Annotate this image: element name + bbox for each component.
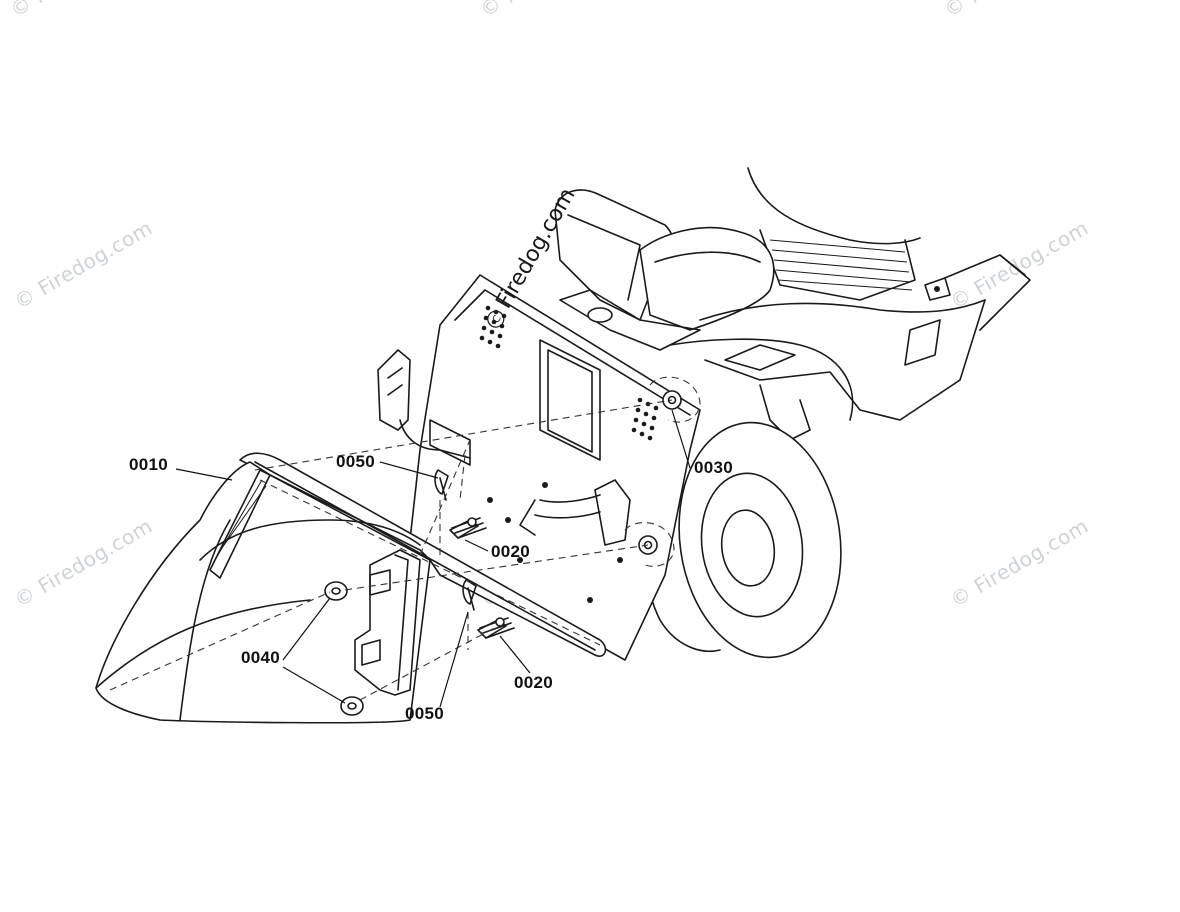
callout-0030[interactable]: 0030 <box>694 458 734 477</box>
callout-0050-top[interactable]: 0050 <box>336 452 376 471</box>
assembly-lines <box>109 399 673 701</box>
svg-text:C: C <box>491 314 504 326</box>
washer-bottom <box>340 696 364 716</box>
callout-0040[interactable]: 0040 <box>241 648 281 667</box>
rear-wheel <box>642 421 842 659</box>
mounting-plate <box>409 274 701 661</box>
tractor-fender <box>669 277 986 441</box>
callout-0020-bottom[interactable]: 0020 <box>514 673 554 692</box>
hopper-bag <box>95 452 607 724</box>
washer-top <box>324 581 348 601</box>
hook-bracket-left <box>377 349 471 459</box>
hook-bracket-right <box>519 479 631 546</box>
cotter-pin-bottom <box>462 579 477 611</box>
hitch-pin-bottom <box>477 617 515 639</box>
callout-leaders <box>175 409 691 708</box>
tractor-hood <box>747 167 1031 331</box>
callout-0020-top[interactable]: 0020 <box>491 542 531 561</box>
tractor-seat <box>554 189 775 351</box>
callout-0010[interactable]: 0010 <box>129 455 169 474</box>
hitch-pin-top <box>449 517 487 539</box>
callout-0050-bottom[interactable]: 0050 <box>405 704 445 723</box>
